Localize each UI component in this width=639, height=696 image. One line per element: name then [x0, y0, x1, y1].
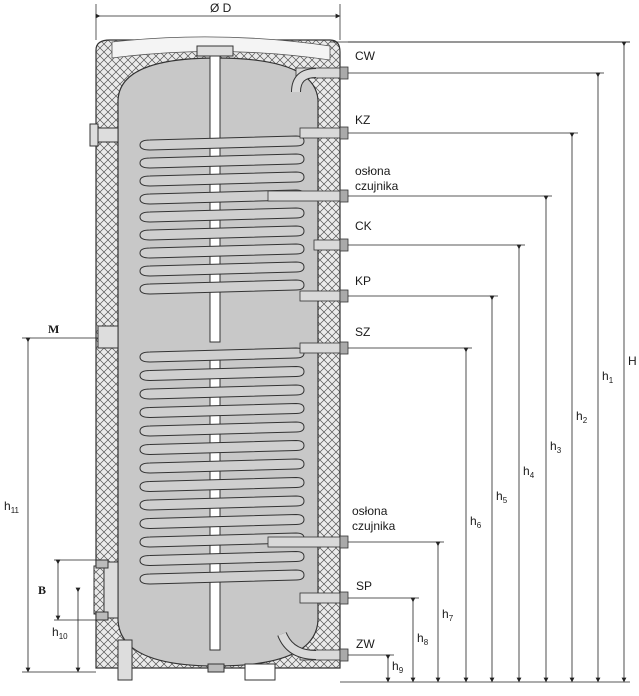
coil-loop — [139, 402, 305, 419]
label-zw: ZW — [356, 637, 375, 651]
coil-loop — [139, 243, 305, 259]
upper-heating-coil — [139, 135, 305, 295]
coil-loop — [139, 458, 305, 474]
coil-loop — [139, 495, 305, 511]
height-label: h10 — [52, 625, 68, 641]
coil-loop — [139, 171, 305, 187]
label-sensor-top-1: osłona — [355, 164, 391, 178]
coil-loop — [139, 365, 305, 382]
connection-fitting — [339, 648, 349, 662]
label-sensor-top-2: czujnika — [355, 179, 399, 193]
left-fittings — [89, 123, 276, 681]
connection-pipe — [299, 342, 341, 354]
zw-bend-fill — [278, 632, 317, 659]
connection-pipe — [299, 290, 341, 302]
connection-fitting — [339, 126, 349, 140]
diameter-label: Ø D — [210, 1, 232, 15]
coil-loop — [139, 476, 305, 493]
coil-loop — [139, 279, 305, 295]
connection-stubs — [267, 66, 349, 662]
height-label: h9 — [392, 659, 404, 675]
height-label: h3 — [550, 439, 562, 455]
label-kz: KZ — [355, 113, 370, 127]
label-sp: SP — [356, 579, 372, 593]
diameter-dimension: Ø D — [95, 1, 341, 40]
connection-pipe — [299, 592, 341, 604]
connection-fitting — [339, 591, 349, 605]
connection-pipe — [267, 536, 341, 548]
label-sensor-bottom-1: osłona — [352, 504, 388, 518]
connection-fitting — [339, 238, 349, 252]
height-dimensions: Hh1 h2 h3 h4 h5 h6 h7 h8 h9 h11 h10 — [4, 41, 637, 683]
connection-fitting — [339, 66, 349, 80]
height-label: h11 — [4, 499, 20, 515]
connection-fitting — [339, 535, 349, 549]
label-kp: KP — [355, 274, 371, 288]
coil-loop — [139, 513, 305, 530]
height-label: h1 — [602, 369, 614, 385]
coil-loop — [139, 207, 305, 223]
height-label: h2 — [576, 409, 588, 425]
height-label: h5 — [496, 489, 508, 505]
cw-bend-fill — [292, 69, 317, 93]
coil-loop — [139, 153, 305, 169]
connection-pipe — [299, 127, 341, 139]
left-labels: M B — [38, 322, 59, 597]
label-b: B — [38, 583, 46, 597]
label-m: M — [48, 322, 59, 336]
connection-pipe — [313, 239, 341, 251]
connection-fitting — [339, 289, 349, 303]
height-label: h7 — [442, 607, 454, 623]
coil-loop — [139, 550, 305, 567]
coil-loop — [139, 439, 305, 456]
connection-pipe — [267, 190, 341, 202]
coil-loop — [139, 421, 305, 437]
label-ck: CK — [355, 219, 372, 233]
coil-loop — [139, 261, 305, 277]
label-cw: CW — [355, 49, 376, 63]
connection-fitting — [339, 189, 349, 203]
height-label: h4 — [523, 464, 535, 480]
coil-loop — [139, 569, 305, 585]
label-sensor-bottom-2: czujnika — [352, 519, 396, 533]
height-label: H — [628, 354, 637, 368]
height-label: h8 — [417, 631, 429, 647]
height-label: h6 — [470, 514, 482, 530]
connection-fitting — [339, 341, 349, 355]
connection-labels: CW KZ osłona czujnika CK KP SZ osłona cz… — [352, 49, 399, 651]
label-sz: SZ — [355, 325, 370, 339]
coil-loop — [139, 225, 305, 241]
coil-loop — [139, 384, 305, 400]
